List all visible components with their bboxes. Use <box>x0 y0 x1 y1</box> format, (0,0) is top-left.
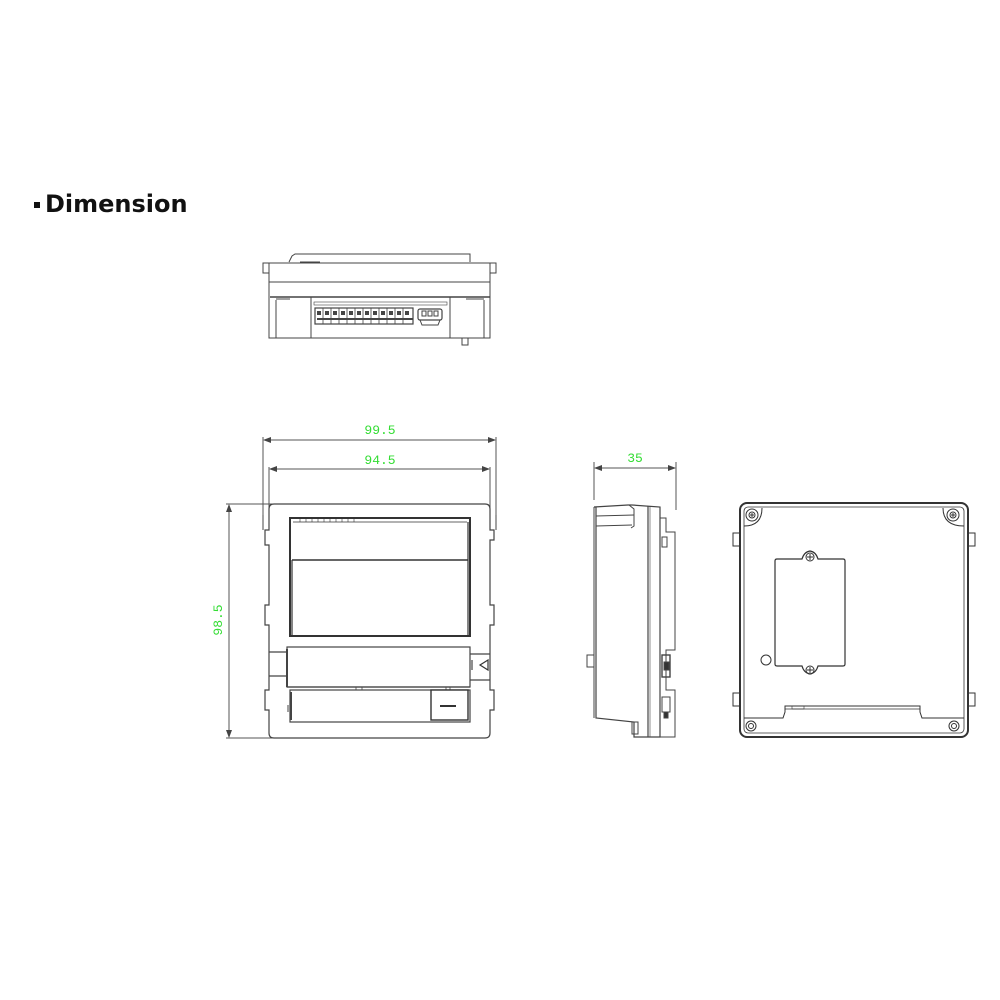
indicator-hole-icon <box>760 654 772 666</box>
depth-label: 35 <box>627 451 643 466</box>
screw-icon <box>948 720 960 732</box>
call-button[interactable] <box>430 689 469 721</box>
screw-icon <box>743 507 763 527</box>
section-heading: Dimension <box>34 190 188 218</box>
triangle-indicator-icon <box>478 658 489 672</box>
front-view: 99.5 94.5 98.5 <box>211 423 497 739</box>
rear-view <box>732 502 976 738</box>
section-title: Dimension <box>45 190 188 218</box>
bullet-icon <box>34 202 40 208</box>
inner-width-label: 94.5 <box>364 453 395 468</box>
cover-screw-icon <box>805 665 815 675</box>
screw-icon <box>745 720 757 732</box>
top-view <box>262 253 497 346</box>
screw-icon <box>942 507 965 527</box>
overall-width-label: 99.5 <box>364 423 395 438</box>
cover-screw-icon <box>805 552 815 562</box>
height-label: 98.5 <box>211 604 226 635</box>
connector-icon <box>417 308 443 326</box>
side-view: 35 <box>586 451 677 738</box>
terminal-block-icon <box>314 307 414 325</box>
